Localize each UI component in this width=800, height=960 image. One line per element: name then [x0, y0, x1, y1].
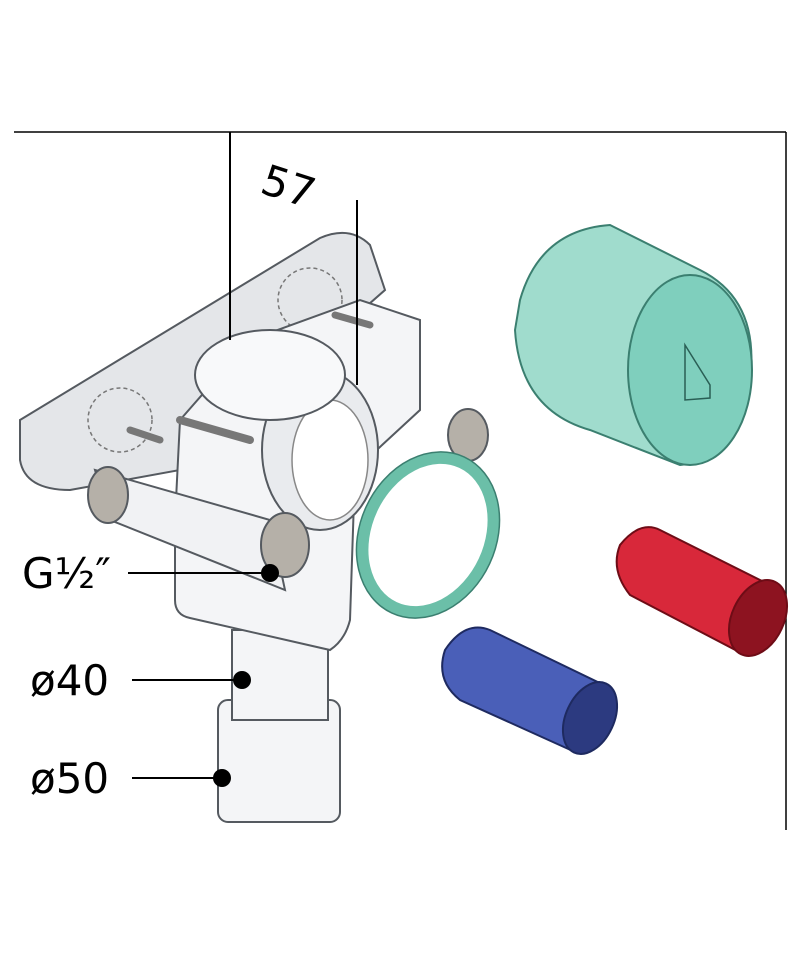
diameter-40-label: ø40: [30, 656, 109, 705]
screw: [176, 416, 254, 444]
central-bore-inner: [291, 399, 369, 521]
screw: [331, 311, 374, 329]
housing-top: [194, 329, 346, 421]
red-sleeve-opening: [727, 579, 789, 657]
leader-dot-thread: [261, 564, 279, 582]
g-half-inch-thread-opening: [260, 512, 310, 578]
diameter-50-label: ø50: [30, 754, 109, 803]
screw: [126, 426, 164, 444]
blue-sleeve-opening: [561, 681, 619, 755]
teal-retaining-ring-edge: [355, 451, 501, 619]
leader-dot-50: [213, 769, 231, 787]
dimension-57-label: 57: [255, 155, 321, 218]
arrow-marker-icon: [684, 342, 711, 401]
left-inlet-opening: [87, 466, 129, 524]
plate-hole: [87, 387, 153, 453]
thread-size-label: G½″: [22, 549, 111, 598]
teal-retaining-ring: [356, 451, 500, 619]
leader-dot-40: [233, 671, 251, 689]
teal-cover-cap-face: [627, 274, 753, 466]
